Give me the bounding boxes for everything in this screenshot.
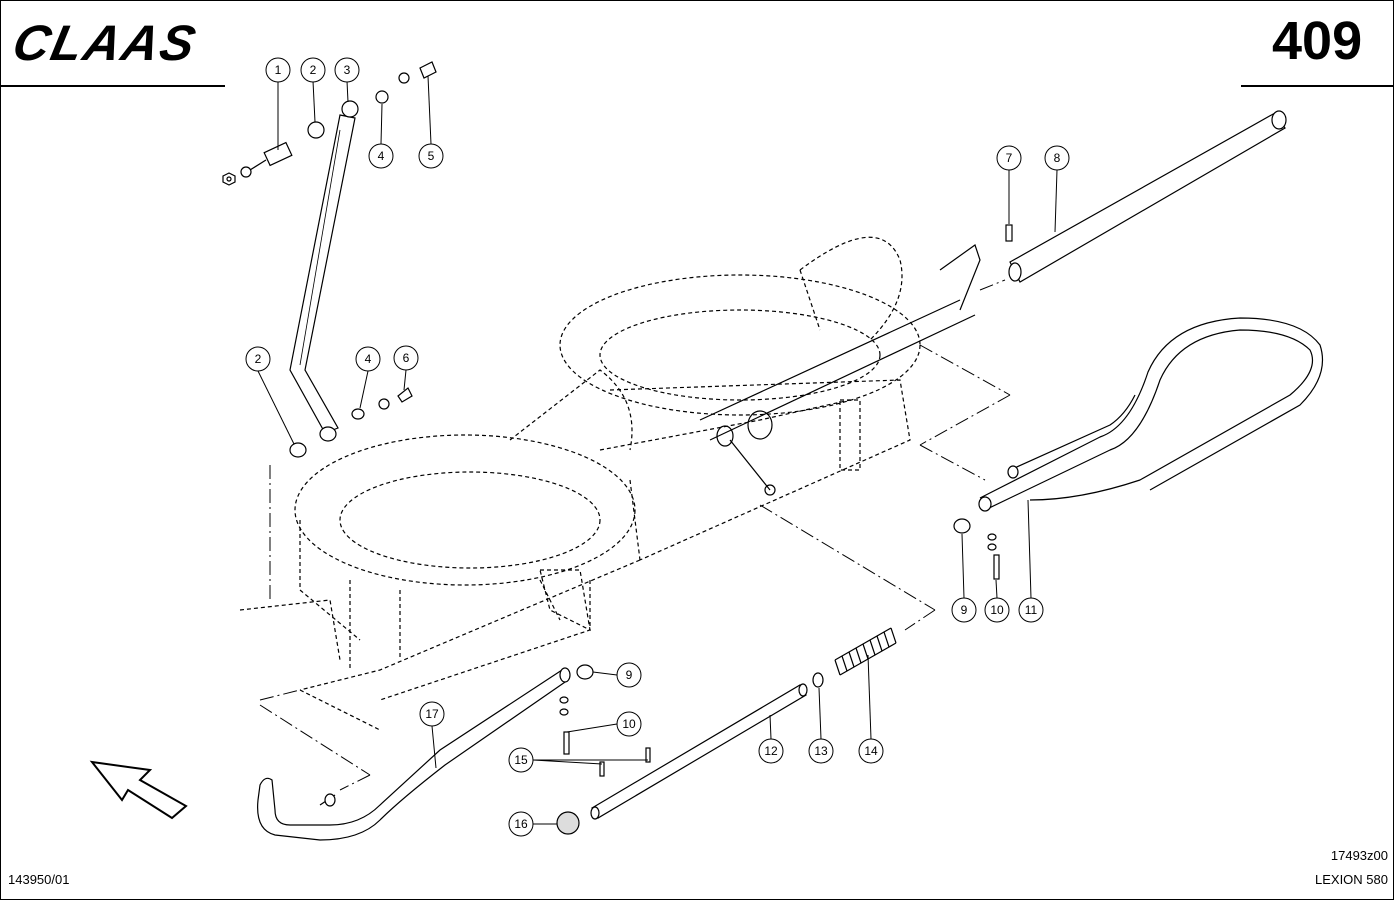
- auger-housing-assembly: [239, 236, 921, 731]
- callout-label: 4: [378, 149, 385, 163]
- callout-9-right: 9: [951, 597, 977, 623]
- callout-label: 1: [275, 63, 282, 77]
- callout-2: 2: [300, 57, 326, 83]
- header-rule-right: [1241, 85, 1394, 87]
- callout-10-right: 10: [984, 597, 1010, 623]
- page-number: 409: [1272, 11, 1363, 71]
- drawing-code: 17493z00: [1330, 848, 1388, 863]
- fasteners-9-10-right: [953, 518, 1000, 580]
- callout-13: 13: [808, 738, 834, 764]
- callout-label: 4: [365, 352, 372, 366]
- callout-4: 4: [368, 143, 394, 169]
- callout-5: 5: [418, 143, 444, 169]
- callout-label: 7: [1006, 151, 1013, 165]
- callout-6: 6: [393, 345, 419, 371]
- callout-label: 2: [255, 352, 262, 366]
- callout-label: 15: [514, 753, 528, 767]
- callout-label: 17: [425, 707, 439, 721]
- header-rule-left: [0, 85, 225, 87]
- callout-label: 3: [344, 63, 351, 77]
- fasteners-9-10-bottom: [559, 664, 651, 777]
- callout-label: 10: [622, 717, 636, 731]
- callout-16: 16: [508, 811, 534, 837]
- callout-label: 9: [626, 668, 633, 682]
- direction-arrow: [89, 760, 188, 820]
- callout-label: 8: [1054, 151, 1061, 165]
- callout-label: 2: [310, 63, 317, 77]
- handle-bar-17: [257, 667, 571, 841]
- grease-cap-16: [556, 811, 580, 835]
- callout-2-lower: 2: [245, 346, 271, 372]
- callout-14: 14: [858, 738, 884, 764]
- callout-9-bottom: 9: [616, 662, 642, 688]
- callout-4-lower: 4: [355, 346, 381, 372]
- callout-10-bottom: 10: [616, 711, 642, 737]
- ring-13: [812, 672, 824, 688]
- document-number: 143950/01: [8, 872, 70, 887]
- callout-15: 15: [508, 747, 534, 773]
- callout-11: 11: [1018, 597, 1044, 623]
- main-shaft: [699, 244, 981, 496]
- callout-label: 9: [961, 603, 968, 617]
- callout-label: 10: [990, 603, 1004, 617]
- rod-12: [590, 683, 808, 820]
- tube-8: [1005, 110, 1287, 283]
- callout-label: 16: [514, 817, 528, 831]
- callout-3: 3: [334, 57, 360, 83]
- callout-7: 7: [996, 145, 1022, 171]
- callout-label: 6: [403, 351, 410, 365]
- linkage-bar: [289, 114, 356, 434]
- callout-label: 14: [864, 744, 878, 758]
- hex-nut-small: [222, 61, 437, 458]
- callout-label: 13: [814, 744, 828, 758]
- model-name: LEXION 580: [1315, 872, 1388, 887]
- callout-label: 12: [764, 744, 778, 758]
- handle-bar-11: [978, 317, 1324, 512]
- callout-label: 11: [1025, 603, 1038, 617]
- callout-12: 12: [758, 738, 784, 764]
- callout-1: 1: [265, 57, 291, 83]
- leader-lines: [257, 75, 1058, 825]
- callout-8: 8: [1044, 145, 1070, 171]
- assembly-lines: [259, 279, 1011, 791]
- spring-14: [834, 627, 897, 676]
- callout-label: 5: [428, 149, 435, 163]
- callout-17: 17: [419, 701, 445, 727]
